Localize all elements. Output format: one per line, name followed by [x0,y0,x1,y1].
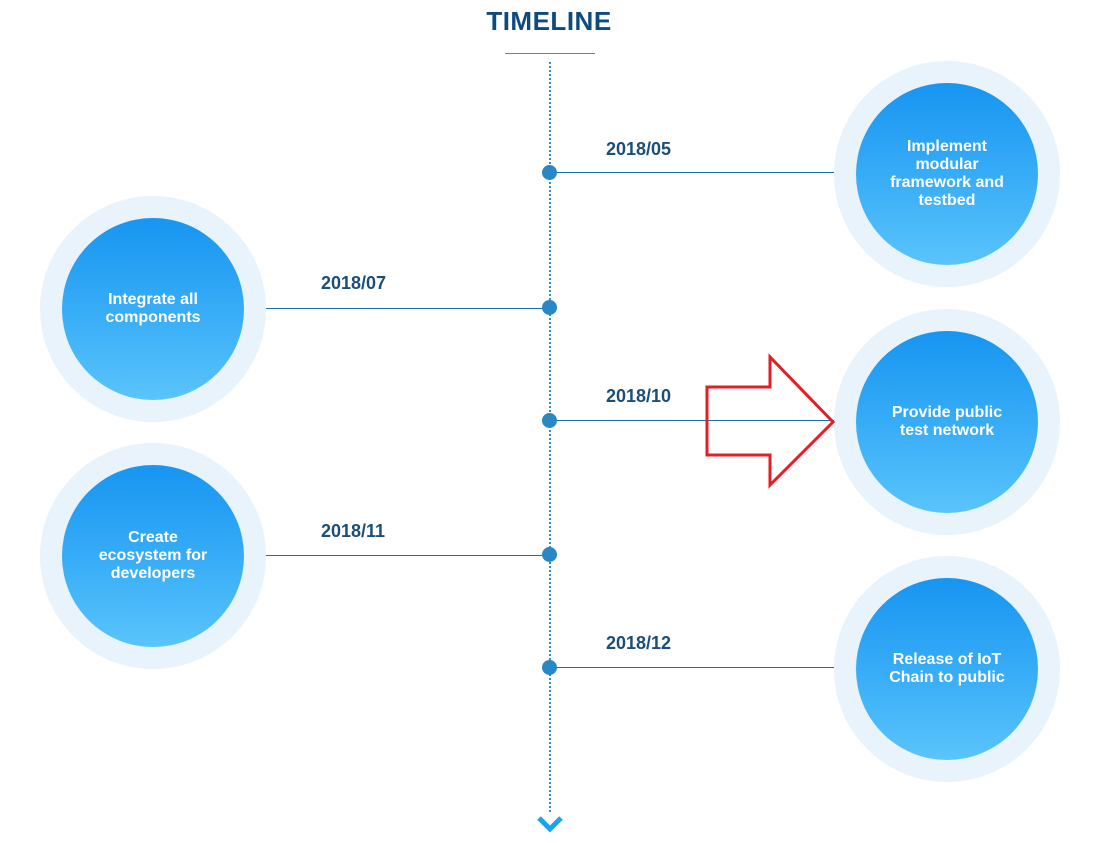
milestone-text: Create ecosystem for developers [98,529,208,582]
connector-line [262,555,550,556]
timeline-dot [542,660,557,675]
timeline-axis [549,62,551,812]
milestone-circle: Provide public test network [856,331,1038,513]
connector-line [550,420,838,421]
timeline-dot [542,413,557,428]
milestone-circle: Create ecosystem for developers [62,465,244,647]
milestone-text: Provide public test network [891,404,1003,439]
milestone-date: 2018/12 [606,633,672,653]
milestone-text: Integrate all components [105,291,201,326]
milestone-date: 2018/05 [606,139,672,159]
milestone-circle: Release of IoT Chain to public [856,578,1038,760]
right-arrow-outline-icon [705,353,836,489]
milestone-text: Implement modular framework and testbed [890,138,1004,209]
milestone-bubble: Release of IoT Chain to public [834,556,1060,782]
title-underline [505,53,595,54]
timeline-dot [542,300,557,315]
timeline-dot [542,165,557,180]
milestone-bubble: Integrate all components [40,196,266,422]
milestone-bubble: Implement modular framework and testbed [834,61,1060,287]
milestone-date: 2018/07 [321,273,387,293]
connector-line [550,172,838,173]
milestone-bubble: Create ecosystem for developers [40,443,266,669]
page-title: TIMELINE [486,6,612,36]
milestone-date: 2018/11 [321,521,386,541]
milestone-text: Release of IoT Chain to public [889,651,1005,686]
chevron-down-icon [537,816,563,833]
milestone-bubble: Provide public test network [834,309,1060,535]
milestone-circle: Implement modular framework and testbed [856,83,1038,265]
milestone-date: 2018/10 [606,386,672,406]
connector-line [550,667,838,668]
connector-line [262,308,550,309]
timeline-dot [542,547,557,562]
milestone-circle: Integrate all components [62,218,244,400]
